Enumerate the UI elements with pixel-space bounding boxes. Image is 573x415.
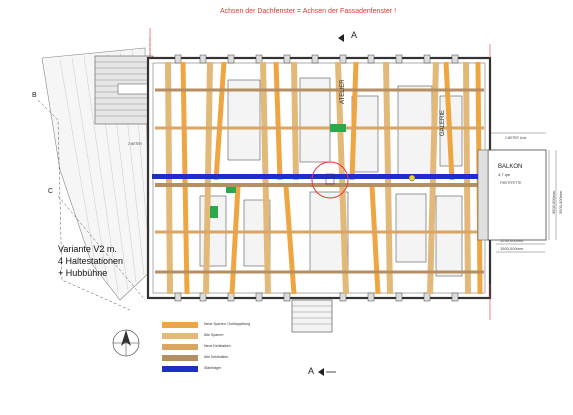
- legend-text: Neue Sparren / Aufdoppelung: [204, 322, 251, 326]
- section-arrow-bottom: [318, 368, 324, 376]
- label-meter-right: 2 METER Linie: [505, 136, 527, 140]
- dim-v2: 3500,000mm: [558, 190, 563, 214]
- section-label-c: C: [48, 188, 54, 195]
- dim-2: 1500,000mm: [500, 246, 524, 251]
- green-marker-1: [330, 124, 346, 132]
- yellow-point: [408, 174, 416, 182]
- section-label-bottom: A: [308, 366, 315, 376]
- room-balkon: BALKON: [498, 164, 523, 170]
- entrance-steps: [292, 305, 332, 325]
- legend-swatch: [162, 322, 198, 328]
- variant-line-2: 4 Haltestationen: [58, 256, 124, 266]
- legend-item: Stahlträger: [162, 366, 452, 373]
- variant-line-3: + Hubbühne: [58, 268, 108, 278]
- balcony-door: [477, 149, 489, 241]
- legend-text: Neue Kehlbalken: [204, 344, 231, 348]
- lift-shaft: [325, 173, 335, 185]
- green-marker-2: [226, 187, 236, 193]
- steel-beam: [152, 174, 488, 179]
- legend-swatch: [162, 355, 198, 361]
- dim-v1: 3500,000mm: [551, 190, 556, 214]
- variant-line-1: Variante V2 m.: [58, 244, 117, 254]
- legend-swatch: [162, 333, 198, 339]
- legend-swatch: [162, 366, 198, 372]
- legend-item: Neue Sparren / Aufdoppelung: [162, 322, 452, 329]
- dim-1: 1255,000mm: [500, 238, 524, 243]
- stair-label-box: [117, 83, 149, 95]
- entrance-stair: [291, 299, 333, 333]
- room-atelier: ATELIER: [340, 79, 346, 104]
- legend-item: Alte Kehlbalken: [162, 355, 452, 362]
- collar-beams: [155, 88, 484, 274]
- bottom-wall-studs: [174, 292, 459, 302]
- green-marker-3: [210, 206, 218, 218]
- legend-swatch: [162, 344, 198, 350]
- section-label-b: B: [32, 92, 37, 99]
- legend-item: Neue Kehlbalken: [162, 344, 452, 351]
- dimension-lines: [490, 132, 557, 253]
- room-balkon-area: 4,7 qm: [498, 172, 511, 177]
- legend-text: Alte Kehlbalken: [204, 355, 229, 359]
- room-galerie: GALERIE: [440, 109, 446, 136]
- north-arrow-icon: [112, 329, 140, 357]
- legend-text: Alte Sparren: [204, 333, 224, 337]
- lift-platform-circle: [311, 161, 349, 199]
- legend-item: Alte Sparren: [162, 333, 452, 340]
- window-axis-lines: [149, 28, 491, 320]
- section-label-top: A: [351, 30, 358, 40]
- legend-text: Stahlträger: [204, 366, 222, 370]
- label-firstpfette: FIRSTPFETTE: [500, 181, 522, 185]
- axis-note: Achsen der Dachfenster = Achsen der Fass…: [220, 8, 397, 15]
- label-meter-left: 2 METER: [128, 142, 142, 146]
- balcony-outline: [487, 149, 547, 241]
- section-arrow-top: [338, 34, 344, 42]
- top-wall-studs: [174, 54, 459, 64]
